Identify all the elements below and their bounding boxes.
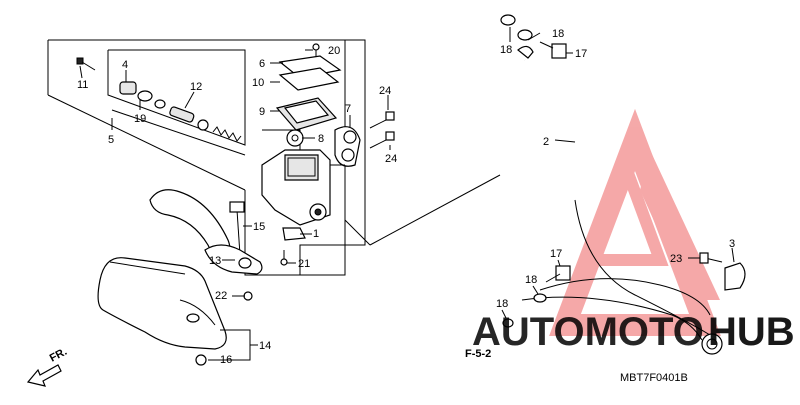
callout-6: 6: [259, 58, 265, 70]
diagram-code: MBT7F0401B: [620, 372, 688, 384]
callout-23: 23: [670, 253, 682, 265]
callout-12: 12: [190, 81, 202, 93]
callout-19: 19: [134, 113, 146, 125]
bolt-23: [699, 252, 709, 264]
callout-21: 21: [298, 258, 310, 270]
bracket-1: [282, 227, 306, 241]
bolt-24-upper: [369, 111, 395, 129]
washer: [154, 99, 166, 109]
callout-18-lower: 18: [525, 274, 537, 286]
boot-4: [119, 81, 137, 95]
master-cylinder-frame: [47, 39, 501, 276]
lever-cover-14: [97, 257, 227, 366]
screw-20: [312, 43, 320, 51]
bolt-24-lower: [369, 131, 395, 149]
callout-13: 13: [209, 255, 221, 267]
callout-18-top: 18: [500, 44, 512, 56]
callout-10: 10: [252, 77, 264, 89]
callout-20: 20: [328, 45, 340, 57]
screw-11: [76, 57, 96, 71]
callout-18-upper: 18: [552, 28, 564, 40]
watermark-logo: [549, 108, 721, 336]
front-direction-arrow: FR.: [26, 346, 69, 387]
hose-clamp-3: [724, 262, 746, 291]
callout-24-upper: 24: [379, 85, 391, 97]
pivot-bolt-15: [229, 201, 245, 213]
callout-2: 2: [543, 136, 549, 148]
piston: [169, 106, 195, 123]
plate-10: [278, 67, 340, 91]
spring: [212, 126, 242, 142]
callout-7: 7: [345, 103, 351, 115]
master-cylinder-body: [229, 111, 395, 266]
hose-end-fitting: [701, 333, 723, 355]
callout-numbers: 11 4 19 5 12 6 10 9 8 7 20 24 24 1 21 15…: [77, 28, 735, 366]
section-reference: F-5-2: [465, 348, 491, 360]
bolt-17-upper: [539, 41, 567, 59]
washer-18-bottom: [502, 318, 514, 328]
piston-kit: [119, 81, 242, 142]
callout-4: 4: [122, 59, 128, 71]
front-arrow-label: FR.: [48, 346, 69, 365]
callout-3: 3: [729, 238, 735, 250]
callout-14: 14: [259, 340, 271, 352]
callout-22: 22: [215, 290, 227, 302]
circlip-19: [137, 90, 153, 102]
callout-17-lower: 17: [550, 248, 562, 260]
watermark-text-a: AUTOMOTO: [472, 310, 704, 354]
callout-17-upper: 17: [575, 48, 587, 60]
leader-lines: [79, 27, 735, 361]
callout-11: 11: [77, 79, 88, 91]
callout-18-bottom: 18: [496, 298, 508, 310]
callout-1: 1: [313, 228, 319, 240]
callout-16: 16: [220, 354, 232, 366]
nut-22: [243, 291, 253, 301]
bolt-17-lower: [545, 265, 571, 283]
washer-18-lower: [533, 293, 547, 303]
callout-8: 8: [318, 133, 324, 145]
float-8: [286, 129, 304, 147]
callout-5: 5: [108, 134, 114, 146]
nut-16: [195, 354, 207, 366]
watermark-text-b: HUB: [708, 310, 795, 354]
watermark-text: AUTOMOTO HUB: [472, 310, 795, 354]
callout-15: 15: [253, 221, 265, 233]
watermark-triangle-inner: [581, 147, 669, 266]
callout-9: 9: [259, 106, 265, 118]
reservoir-cap-group: [275, 43, 342, 147]
washer-18-top: [500, 14, 516, 26]
callout-24-lower: 24: [385, 153, 397, 165]
brake-hose-2: [500, 14, 746, 355]
screw-21: [280, 258, 288, 266]
cup: [197, 119, 209, 131]
